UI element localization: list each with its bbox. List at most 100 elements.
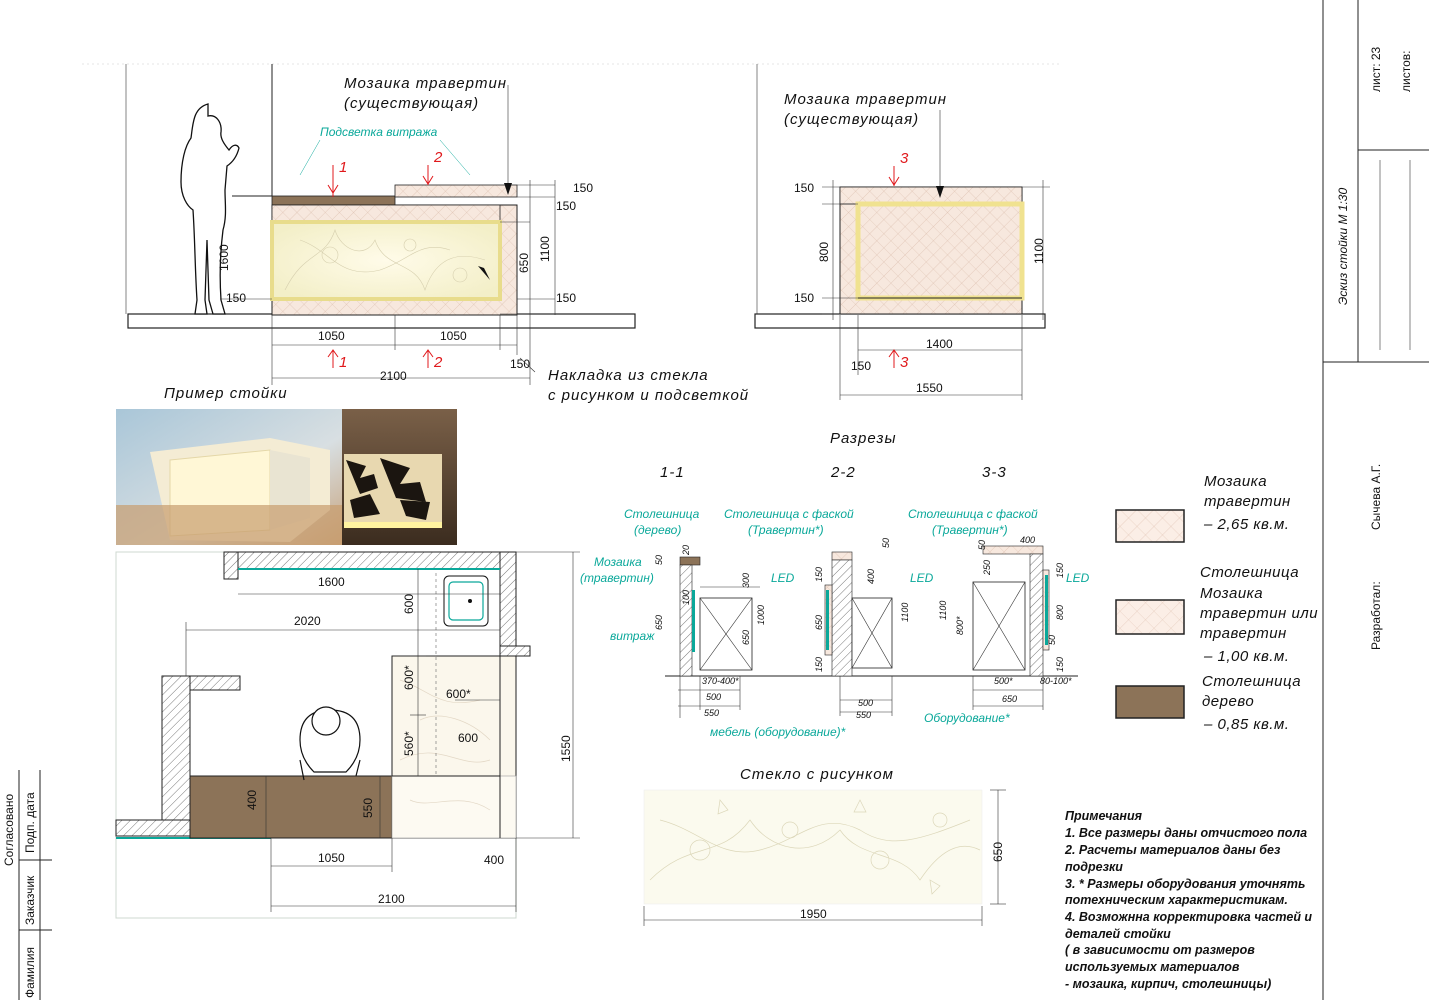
- s3-dim-400: 400: [1020, 535, 1035, 545]
- plan-dim-400-v: 400: [245, 790, 259, 810]
- s2-v1100: 1100: [900, 603, 910, 622]
- s3-v150-a: 150: [1055, 563, 1065, 578]
- s3-v50-b: 50: [1047, 635, 1057, 645]
- glass-panel: Стекло с рисунком 1950 650: [643, 766, 1006, 926]
- plan-dim-600: 600: [402, 594, 416, 614]
- legend-swatch-top-trav: [1115, 599, 1185, 635]
- agreed-label: Согласовано: [2, 794, 16, 866]
- notes: Примечания 1. Все размеры даны отчистого…: [1064, 809, 1312, 991]
- s1-dim-370: 370-400*: [702, 676, 739, 686]
- note-1: 1. Все размеры даны отчистого пола: [1065, 826, 1307, 840]
- mosaic-note-2: (травертин): [580, 571, 654, 585]
- section-3-3-label: 3-3: [982, 464, 1007, 481]
- front-mosaic-note-2: (существующая): [344, 95, 479, 112]
- s1-v650: 650: [654, 615, 664, 630]
- glass-note-1: Накладка из стекла: [548, 367, 709, 384]
- plan-dim-600-h: 600: [458, 731, 478, 745]
- top-trav-note-1: Столешница с фаской: [724, 507, 854, 521]
- front-elevation: 150 150 650 1100 150 150 1600 Мозаика тр…: [82, 63, 1060, 404]
- s2-v400: 400: [866, 569, 876, 584]
- sheets-total: листов:: [1399, 51, 1413, 92]
- person-top-view-icon: [299, 706, 361, 781]
- front-mosaic-note-1: Мозаика травертин: [344, 75, 507, 92]
- side-dim-1550: 1550: [916, 381, 943, 395]
- s2-dim-500: 500: [858, 698, 873, 708]
- s1-dim-550: 550: [704, 708, 719, 718]
- mosaic-note-1: Мозаика: [594, 555, 642, 569]
- dim-1600: 1600: [217, 244, 231, 271]
- developed-label: Разработал:: [1369, 581, 1383, 650]
- approval-stamp: Согласовано Подп. дата Заказчик Фамилия: [2, 770, 52, 1000]
- note-4b: деталей стойки: [1065, 927, 1171, 941]
- side-dim-150-bottom: 150: [794, 291, 814, 305]
- s3-dim-500: 500*: [994, 676, 1013, 686]
- side-dim-800: 800: [817, 242, 831, 262]
- side-mosaic-note-2: (существующая): [784, 111, 919, 128]
- glass-height: 650: [991, 842, 1005, 862]
- plan-dim-400-h: 400: [484, 853, 504, 867]
- drawing-title: Эскиз стойки М 1:30: [1336, 188, 1350, 305]
- side-elevation: Мозаика травертин (существующая) 3 150 8…: [754, 64, 1050, 400]
- s1-v100: 100: [681, 590, 691, 605]
- s2-v50: 50: [881, 538, 891, 548]
- plan-dim-1550: 1550: [559, 735, 573, 762]
- dim-150-glass: 150: [510, 357, 530, 371]
- s2-v650: 650: [814, 615, 824, 630]
- sign-date-label: Подп. дата: [23, 792, 37, 853]
- legend-2-line5: – 1,00 кв.м.: [1203, 648, 1289, 665]
- top-wood-note-2: (дерево): [634, 523, 681, 537]
- s3-v250: 250: [982, 560, 992, 576]
- s1-v50: 50: [654, 555, 664, 565]
- side-dim-150-top: 150: [794, 181, 814, 195]
- plan-dim-550-v: 550: [361, 798, 375, 818]
- s2-v150-a: 150: [814, 567, 824, 582]
- s3-v1100: 1100: [938, 601, 948, 620]
- top-trav-note-2: (Травертин*): [748, 523, 824, 537]
- legend-2-line4: травертин: [1200, 625, 1287, 642]
- section-mark-2-top: 2: [433, 149, 443, 166]
- led-note-2: LED: [910, 571, 934, 585]
- title-block: лист: 23 листов: Эскиз стойки М 1:30 Сыч…: [1322, 0, 1429, 1000]
- s1-v650-b: 650: [741, 630, 751, 645]
- dim-150-left: 150: [226, 291, 246, 305]
- plan-dim-1600: 1600: [318, 575, 345, 589]
- surname-label: Фамилия: [23, 947, 37, 998]
- note-4d: используемых материалов: [1065, 960, 1240, 974]
- section-mark-2-bottom: 2: [433, 354, 443, 371]
- s2-v150-b: 150: [814, 657, 824, 672]
- side-dim-1400: 1400: [926, 337, 953, 351]
- dim-150-top: 150: [573, 181, 593, 195]
- furniture-note: мебель (оборудование)*: [710, 725, 846, 739]
- plan-dim-2020: 2020: [294, 614, 321, 628]
- glass-panel-title: Стекло с рисунком: [740, 766, 894, 783]
- notes-title: Примечания: [1065, 809, 1143, 823]
- dim-150-bottom: 150: [556, 291, 576, 305]
- section-mark-1-top: 1: [339, 159, 347, 176]
- legend-3-line2: дерево: [1202, 693, 1254, 710]
- legend-2-line2: Мозаика: [1200, 585, 1263, 602]
- s2-dim-550: 550: [856, 710, 871, 720]
- note-4c: ( в зависимости от размеров: [1065, 943, 1255, 957]
- glass-note-2: с рисунком и подсветкой: [548, 387, 749, 404]
- note-3a: 3. * Размеры оборудования уточнять: [1065, 877, 1305, 891]
- author-name: Сычева А.Г.: [1369, 464, 1383, 530]
- top-trav2-note-2: (Травертин*): [932, 523, 1008, 537]
- led-note-3: LED: [1066, 571, 1090, 585]
- legend-3-line3: – 0,85 кв.м.: [1203, 716, 1289, 733]
- s3-dim-80: 80-100*: [1040, 676, 1072, 686]
- s3-v800: 800: [1055, 605, 1065, 620]
- sections-title: Разрезы: [830, 430, 897, 447]
- dim-2100: 2100: [380, 369, 407, 383]
- s3-dim-650: 650: [1002, 694, 1017, 704]
- section-1-1-label: 1-1: [660, 464, 685, 481]
- section-mark-3-top: 3: [900, 150, 909, 167]
- dim-650: 650: [517, 253, 531, 273]
- legend: Мозаика травертин – 2,65 кв.м. Столешниц…: [1115, 473, 1318, 733]
- sections: Разрезы 1-1 2-2 3-3 Столешница (дерево) …: [580, 430, 1090, 739]
- note-4a: 4. Возможнна корректировка частей и: [1064, 910, 1312, 924]
- legend-2-line3: травертин или: [1200, 605, 1318, 622]
- section-mark-3-bottom: 3: [900, 354, 909, 371]
- dim-1100: 1100: [538, 236, 552, 262]
- s1-dim-500: 500: [706, 692, 721, 702]
